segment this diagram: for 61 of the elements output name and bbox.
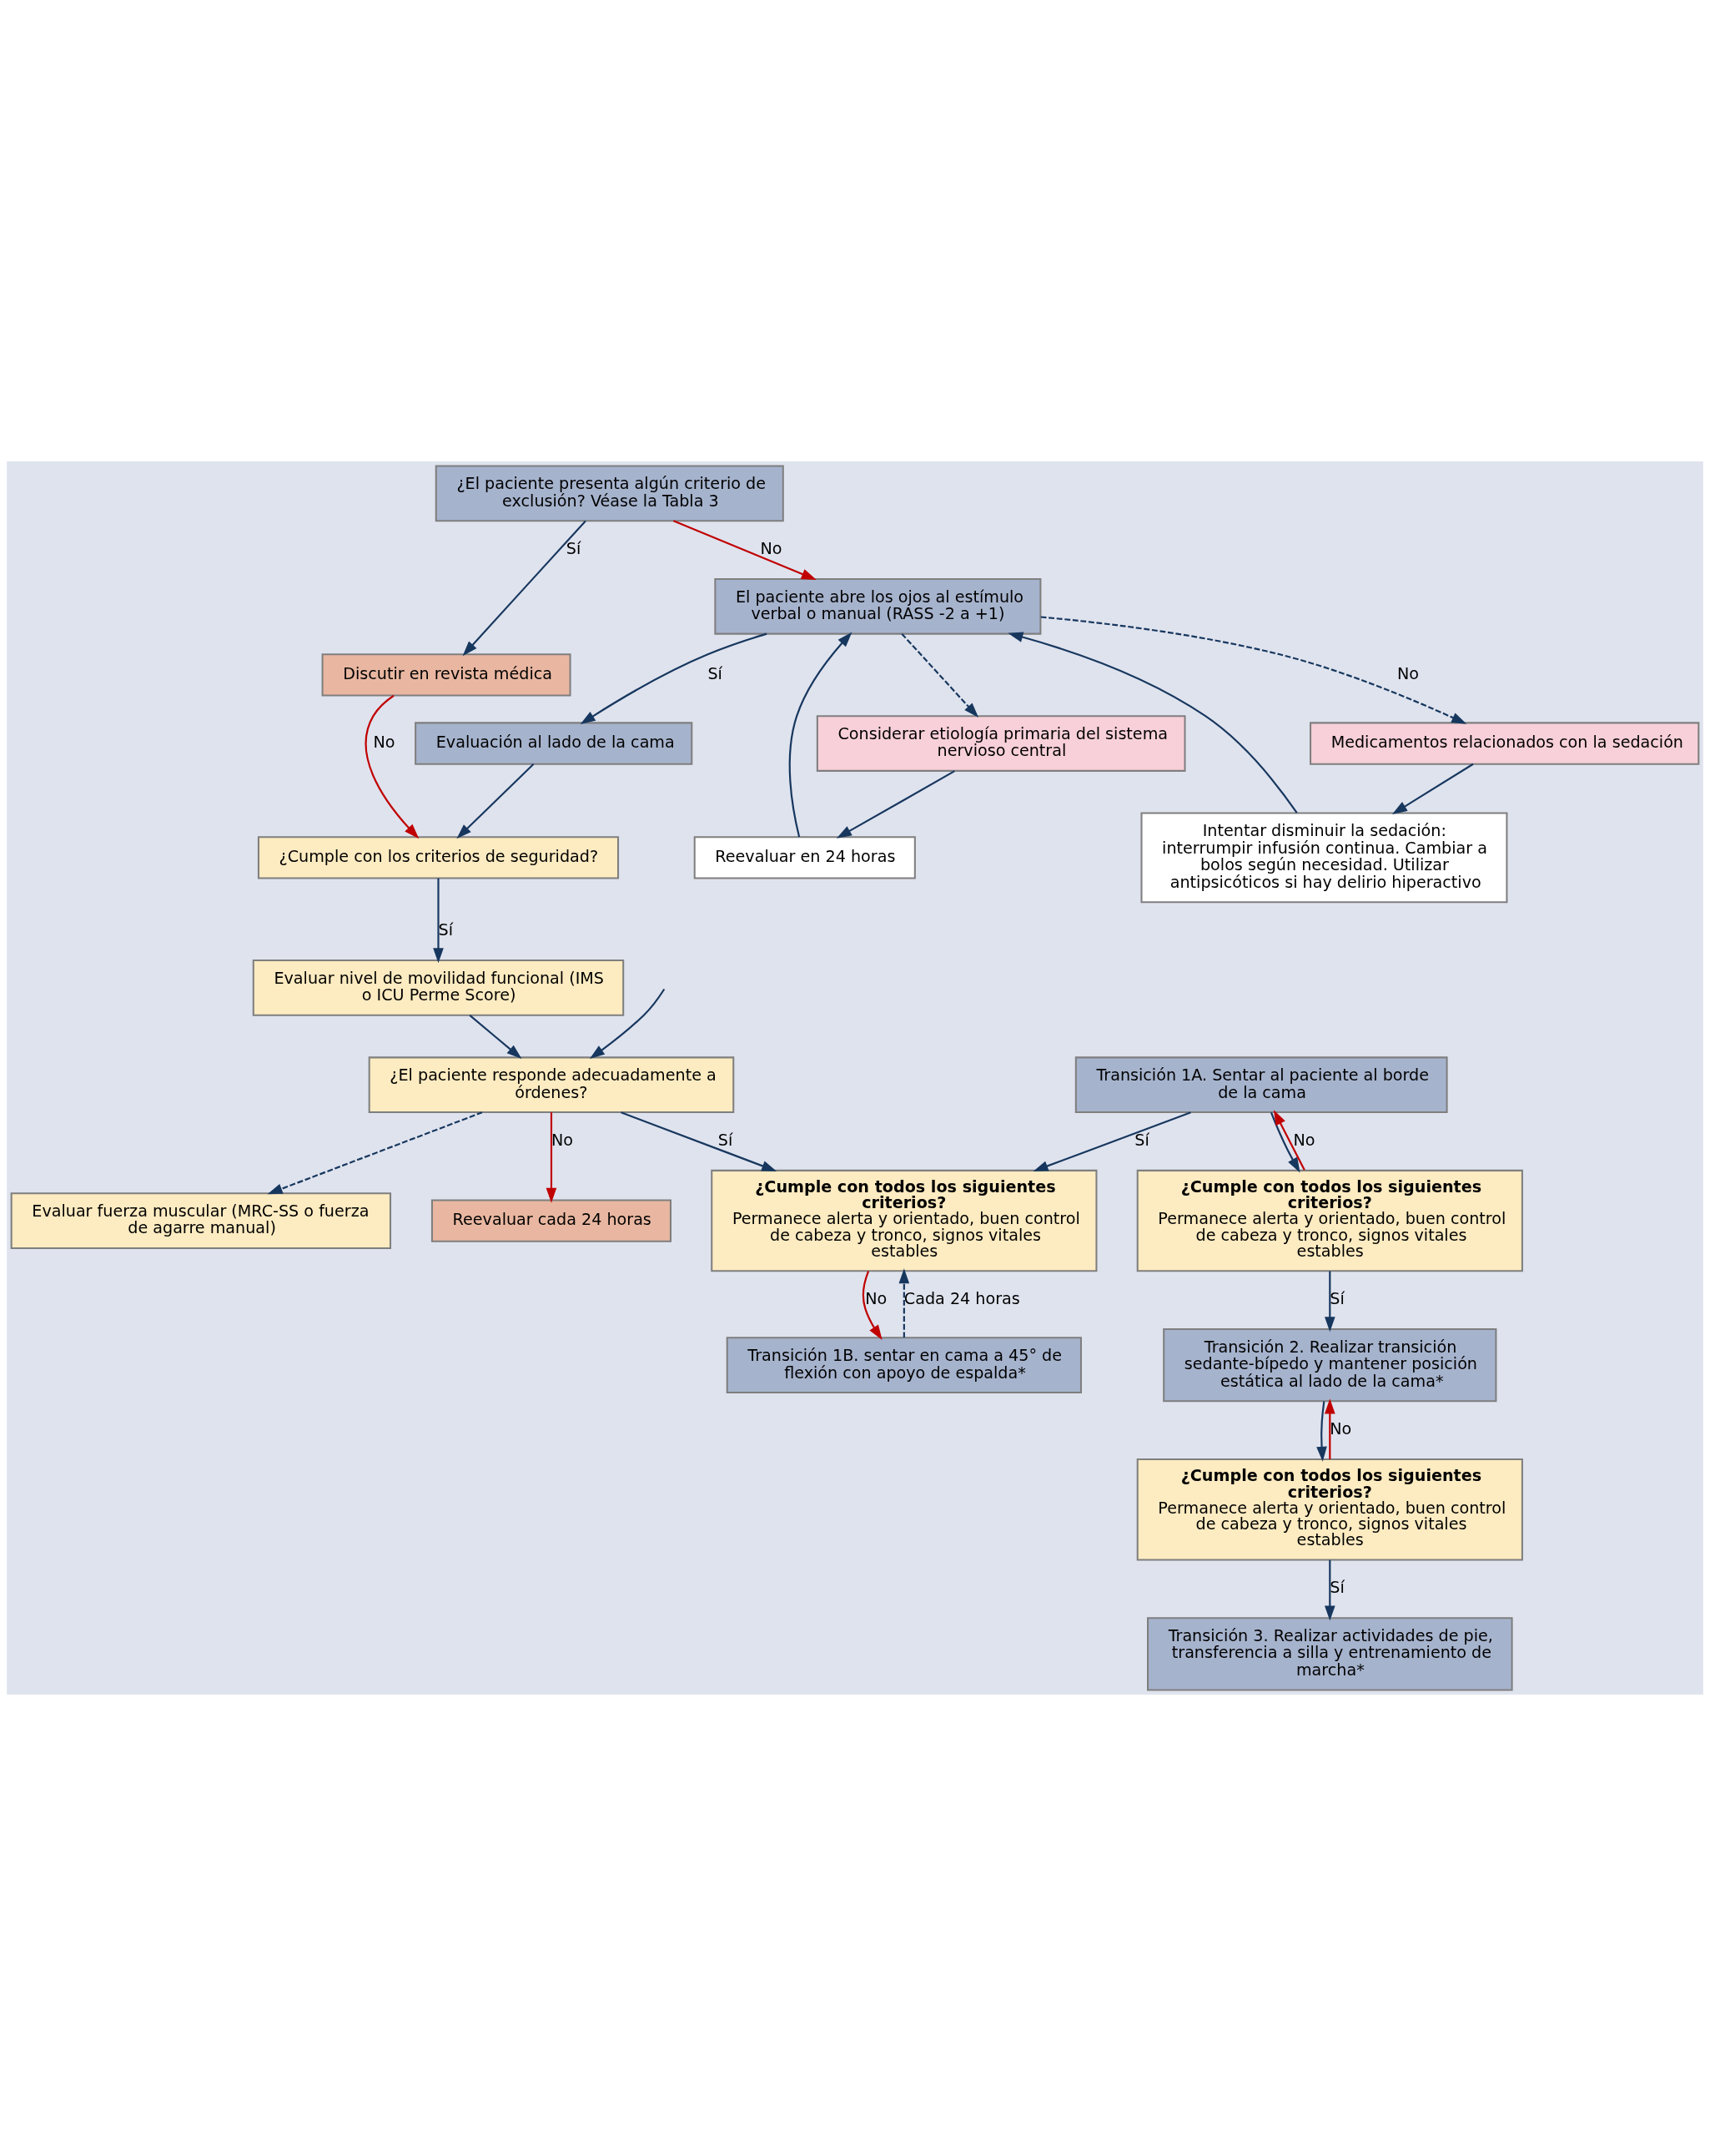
arrow: [901, 632, 979, 718]
edge-label: Sí: [1330, 1289, 1345, 1309]
arrow: [1270, 1112, 1300, 1173]
edge-label: No: [373, 733, 395, 753]
arrow: [1391, 763, 1474, 814]
edge-label: Sí: [707, 663, 722, 683]
node-box: Transición 1B. sentar en cama a 45° de flexión con apoyo de espalda*: [726, 1337, 1082, 1394]
node-box: El paciente abre los ojos al estímulo verbal o manual (RASS -2 a +1): [714, 577, 1042, 635]
edge-label: No: [760, 539, 782, 559]
node-box: ¿Cumple con todos los siguientes criterios? Permanece alerta y orientado, buen control de cabeza y tronco, signos vitales estables: [711, 1169, 1098, 1272]
arrow: [1040, 616, 1467, 724]
arrow: [267, 1111, 483, 1195]
arrow: [672, 520, 817, 581]
edge-label: No: [865, 1289, 888, 1309]
arrow: [621, 1111, 777, 1171]
arrow: [469, 1015, 522, 1060]
node-box: Transición 2. Realizar transición sedante-bípedo y mantener posición estática al lado de la cama*: [1163, 1328, 1497, 1403]
node-box: ¿El paciente responde adecuadamente a órdenes?: [368, 1056, 735, 1114]
node-box: Discutir en revista médica: [321, 653, 571, 697]
node-box: ¿Cumple con todos los siguientes criterios? Permanece alerta y orientado, buen control de cabeza y tronco, signos vitales estables: [1136, 1169, 1523, 1272]
edge-label: Sí: [566, 539, 581, 559]
node-box: ¿El paciente presenta algún criterio de exclusión? Véase la Tabla 3: [435, 465, 784, 522]
edge-label: No: [551, 1131, 574, 1151]
node-box: Transición 3. Realizar actividades de pie, transferencia a silla y entrenamiento de marcha*: [1147, 1617, 1513, 1691]
edge-label: Sí: [438, 920, 453, 940]
arrow: [1324, 1398, 1335, 1459]
arrow: [1324, 1559, 1335, 1621]
arrow: [462, 520, 586, 657]
node-box: Reevaluar cada 24 horas: [430, 1199, 671, 1242]
node-box: Evaluar nivel de movilidad funcional (IMS o ICU Perme Score): [252, 960, 625, 1016]
node-box: Considerar etiología primaria del sistema nervioso central: [816, 715, 1186, 772]
edge-label: No: [1293, 1131, 1315, 1151]
arrow: [862, 1271, 883, 1340]
arrow: [456, 763, 535, 839]
arrow: [836, 770, 955, 839]
arrow: [1324, 1271, 1335, 1332]
edge-label: Sí: [1330, 1578, 1345, 1598]
arrow: [1273, 1110, 1305, 1171]
arrow: [1033, 1111, 1191, 1171]
node-box: Medicamentos relacionados con la sedación: [1310, 722, 1700, 765]
node-box: Transición 1A. Sentar al paciente al borde de la cama: [1074, 1056, 1448, 1114]
node-box: Intentar disminuir la sedación: interrumpir infusión continua. Cambiar a bolos según necesidad. Utilizar antipsicóticos si hay delirio hiperactivo: [1140, 812, 1508, 904]
arrow: [580, 632, 767, 725]
node-box: ¿Cumple con los criterios de seguridad?: [257, 836, 620, 879]
edge-label: Sí: [1134, 1131, 1149, 1151]
arrow: [898, 1268, 910, 1338]
node-box: Reevaluar en 24 horas: [693, 836, 916, 879]
node-box: Evaluación al lado de la cama: [415, 722, 693, 765]
node-box: ¿Cumple con todos los siguientes criterios? Permanece alerta y orientado, buen control de cabeza y tronco, signos vitales estables: [1136, 1458, 1523, 1561]
arrow: [546, 1112, 557, 1203]
arrow: [1316, 1401, 1327, 1462]
arrow: [1008, 632, 1298, 814]
edge-label: Sí: [717, 1131, 733, 1151]
edge-label: No: [1330, 1419, 1352, 1439]
edge-label: No: [1397, 663, 1420, 683]
arrow: [365, 694, 420, 839]
arrow: [433, 878, 444, 964]
arrow: [788, 632, 852, 838]
edge-label: Cada 24 horas: [903, 1289, 1020, 1309]
arrow: [589, 988, 666, 1060]
node-box: Evaluar fuerza muscular (MRC-SS o fuerza de agarre manual): [10, 1192, 392, 1249]
